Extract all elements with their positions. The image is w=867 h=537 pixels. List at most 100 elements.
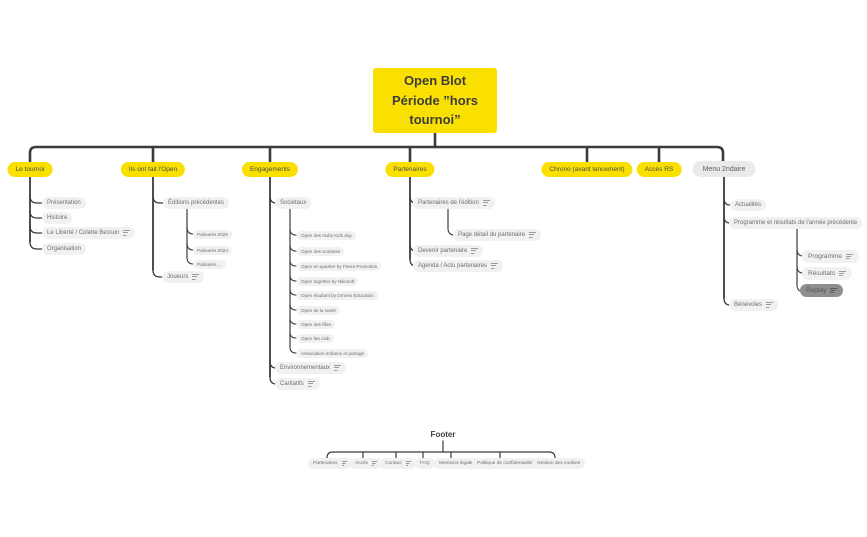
node-open-fan-club[interactable]: Open fan club xyxy=(297,334,334,343)
node-label: Joueurs xyxy=(167,274,189,280)
node-label: Mentions légales xyxy=(439,461,475,466)
footer-item-acces[interactable]: Accès xyxy=(350,458,383,469)
page-list-icon xyxy=(845,253,853,260)
node-label: Menu 2ndaire xyxy=(702,165,746,173)
footer-item-gestion-des-cookies[interactable]: Gestion des cookies xyxy=(532,458,586,469)
node-label: Replay xyxy=(806,287,827,294)
page-list-icon xyxy=(830,287,838,294)
page-list-icon xyxy=(334,365,342,371)
node-partenaires-de-l-edition[interactable]: Partenaires de l'édition xyxy=(413,197,495,209)
node-label: Palmarès 2025 xyxy=(197,232,228,237)
node-label: Partenaires xyxy=(313,461,338,466)
node-agenda-actu-partenaires[interactable]: Agenda / Actu partenaires xyxy=(413,260,504,272)
page-list-icon xyxy=(405,461,411,466)
node-engagements[interactable]: Engagements xyxy=(241,162,299,177)
footer-item-partenaires[interactable]: Partenaires xyxy=(308,458,352,469)
node-label: Palmarès 2024 xyxy=(197,248,228,253)
node-label: Programme et résultats de l'année précéd… xyxy=(734,220,858,226)
node-label: Engagements xyxy=(249,166,291,173)
node-label: Caritatifs xyxy=(280,381,304,387)
node-open-etudiant[interactable]: Open étudiant by Omnes Education xyxy=(297,291,378,300)
node-label: Bénévoles xyxy=(734,302,763,308)
node-label: Open étudiant by Omnes Education xyxy=(301,293,374,298)
node-open-en-quartier[interactable]: Open en quartier by Pierre Promotion xyxy=(297,262,382,271)
node-chrono-avant-lancement[interactable]: Chrono (avant lancement) xyxy=(541,162,633,177)
node-palmares-etc[interactable]: Palmarès ... xyxy=(193,260,226,269)
node-open-together[interactable]: Open together by Nikosoft xyxy=(297,277,359,286)
footer-item-politique-de-confidentialite[interactable]: Politique de confidentialité xyxy=(472,458,538,469)
page-list-icon xyxy=(766,302,774,308)
node-resultats[interactable]: Résultats xyxy=(802,267,853,280)
node-label: Gestion des cookies xyxy=(537,461,581,466)
node-label: Actualités xyxy=(735,202,762,208)
node-label: Open en quartier by Pierre Promotion xyxy=(301,264,378,269)
node-label: Palmarès ... xyxy=(197,262,222,267)
node-label: Accès RS xyxy=(644,166,674,173)
page-list-icon xyxy=(482,200,490,206)
node-societaux[interactable]: Sociétaux xyxy=(275,197,312,209)
page-list-icon xyxy=(341,461,347,466)
node-label: Chrono (avant lancement) xyxy=(549,166,625,173)
node-open-des-scolaires[interactable]: Open des scolaires xyxy=(297,247,345,256)
node-palmares-2024[interactable]: Palmarès 2024 xyxy=(193,246,232,255)
page-list-icon xyxy=(123,230,131,236)
node-label: Le tournoi xyxy=(15,166,45,173)
node-environnementaux[interactable]: Environnementaux xyxy=(275,362,347,374)
node-label: Résultats xyxy=(808,270,836,277)
node-replay[interactable]: Replay xyxy=(800,284,844,297)
root-node[interactable]: Open Blot Période ”hors tournoi” xyxy=(373,68,497,133)
node-organisation[interactable]: Organisation xyxy=(42,243,87,255)
node-partenaires[interactable]: Partenaires xyxy=(385,162,435,177)
node-benevoles[interactable]: Bénévoles xyxy=(729,299,779,311)
node-label: Open fan club xyxy=(301,336,330,341)
footer-item-faq[interactable]: FAQ xyxy=(415,458,435,469)
page-list-icon xyxy=(471,248,479,254)
node-devenir-partenaire[interactable]: Devenir partenaire xyxy=(413,245,484,257)
node-label: Devenir partenaire xyxy=(418,248,468,254)
node-le-tournoi[interactable]: Le tournoi xyxy=(7,162,53,177)
node-joueurs[interactable]: Joueurs xyxy=(162,271,205,283)
node-label: Programme xyxy=(808,253,842,260)
node-label: Partenaires de l'édition xyxy=(418,200,479,206)
node-le-liberte-colette-besson[interactable]: Le Liberté / Colette Besson xyxy=(42,227,136,239)
node-programme-et-resultats[interactable]: Programme et résultats de l'année précéd… xyxy=(729,217,863,229)
node-palmares-2025[interactable]: Palmarès 2025 xyxy=(193,230,232,239)
node-open-des-clubs-kids-day[interactable]: Open des clubs Kids day xyxy=(297,231,356,240)
node-label: Association enfance et partage xyxy=(301,351,365,356)
node-label: Environnementaux xyxy=(280,365,331,371)
footer-item-contact[interactable]: Contact xyxy=(380,458,416,469)
node-programme[interactable]: Programme xyxy=(802,250,859,263)
node-caritatifs[interactable]: Caritatifs xyxy=(275,378,320,390)
node-label: Open des clubs Kids day xyxy=(301,233,352,238)
node-label: Ils ont fait l'Open xyxy=(128,166,178,173)
node-label: Éditions précédentes xyxy=(168,200,225,206)
page-list-icon xyxy=(529,232,537,238)
node-association-enfance-et-partage[interactable]: Association enfance et partage xyxy=(297,349,369,358)
node-label: Partenaires xyxy=(393,166,427,173)
node-acces-rs[interactable]: Accès RS xyxy=(636,162,682,177)
node-ils-ont-fait-l-open[interactable]: Ils ont fait l'Open xyxy=(120,162,186,177)
node-histoire[interactable]: Histoire xyxy=(42,212,73,224)
page-list-icon xyxy=(307,381,315,387)
node-page-detail-du-partenaire[interactable]: Page détail du partenaire xyxy=(453,229,542,241)
node-presentation[interactable]: Présentation xyxy=(42,197,86,209)
node-open-des-filles[interactable]: Open des filles xyxy=(297,320,336,329)
footer-item-mentions-legales[interactable]: Mentions légales xyxy=(434,458,480,469)
footer-title-label: Footer xyxy=(430,430,456,439)
node-editions-precedentes[interactable]: Éditions précédentes xyxy=(163,197,230,209)
node-label: Open des filles xyxy=(301,322,332,327)
page-list-icon xyxy=(839,270,847,277)
node-label: Le Liberté / Colette Besson xyxy=(47,230,120,236)
node-label: Contact xyxy=(385,461,402,466)
page-list-icon xyxy=(372,461,378,466)
node-label: Accès xyxy=(355,461,369,466)
node-label: Politique de confidentialité xyxy=(477,461,533,466)
node-label: Agenda / Actu partenaires xyxy=(418,263,488,269)
node-menu-2ndaire[interactable]: Menu 2ndaire xyxy=(692,161,756,177)
node-label: Open de la santé xyxy=(301,308,336,313)
node-actualites[interactable]: Actualités xyxy=(730,199,767,211)
node-label: FAQ xyxy=(420,461,430,466)
node-open-de-la-sante[interactable]: Open de la santé xyxy=(297,306,340,315)
node-label: Présentation xyxy=(47,200,81,206)
